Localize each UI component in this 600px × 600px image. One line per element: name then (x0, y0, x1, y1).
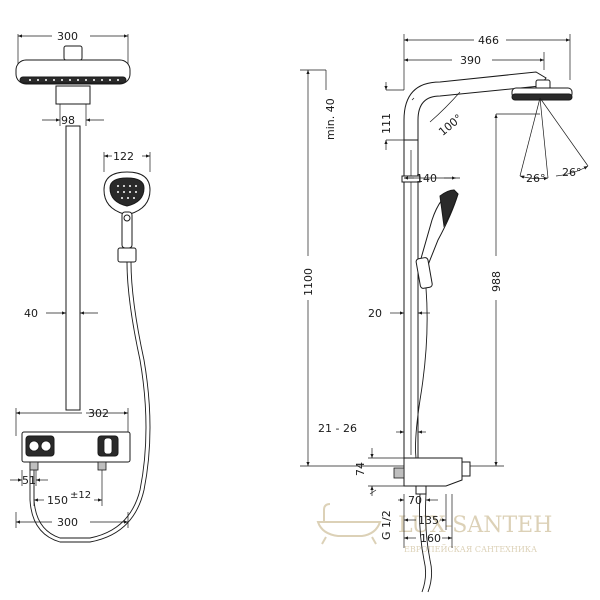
dim-thermostat-depth: 70 (408, 494, 422, 507)
dim-wall-gap: 20 (368, 307, 382, 320)
dim-thermostat-height: 74 (354, 462, 367, 476)
dim-outlet-offset: 51 (22, 474, 36, 487)
thermostat-mixer (21, 431, 131, 471)
dim-base-depth: 160 (420, 532, 441, 545)
hose-bottom-side (419, 493, 427, 593)
dim-min-gap: min. 40 (324, 98, 337, 140)
thread-leader (369, 489, 377, 495)
arm-angle-arc (429, 91, 461, 123)
dim-outlet-height: 988 (490, 271, 503, 292)
spray-line (539, 97, 589, 167)
hose-bottom-side-outline (425, 493, 433, 593)
watermark-tagline: ЕВРОПЕЙСКАЯ САНТЕХНИКА (404, 545, 537, 554)
watermark-bathtub-icon (316, 503, 382, 545)
dim-pipe-offset: 40 (24, 307, 38, 320)
spray-line (519, 97, 541, 177)
dim-bottom-width: 300 (57, 516, 78, 529)
watermark: LUX-SANTEH ЕВРОПЕЙСКАЯ САНТЕХНИКА (316, 503, 552, 554)
dim-handshower-width: 122 (113, 150, 134, 163)
shower-hose-outline (29, 261, 151, 543)
watermark-brand: LUX-SANTEH (398, 513, 552, 538)
dim-spout-depth: 135 (418, 514, 439, 527)
arm-connector (55, 85, 91, 105)
dim-spray-angle-left: 26° (526, 172, 546, 185)
hose-side (415, 287, 428, 459)
overhead-shower (15, 45, 131, 85)
dim-total-height: 1100 (302, 268, 315, 296)
arm-detail (411, 97, 415, 101)
riser-pipe (65, 125, 81, 411)
side-view: 466 390 26° 26° 100° 111 min. 40 (300, 34, 589, 593)
dim-connection-tolerance: ±12 (70, 490, 91, 501)
rail-bracket (401, 175, 421, 183)
overhead-shower-side (511, 79, 573, 101)
hand-shower-side (415, 189, 459, 289)
dim-arm-angle: 100° (436, 112, 465, 139)
front-view: 300 98 40 122 (10, 30, 151, 543)
dim-spray-angle-right: 26° (562, 166, 582, 179)
spray-angle-arc-right (555, 165, 589, 177)
shower-hose (33, 261, 147, 539)
dim-connection-spacing: 150 (47, 494, 68, 507)
dim-wall-distance: 21 - 26 (318, 422, 357, 435)
dim-thermostat-width: 302 (88, 407, 109, 420)
hand-shower (103, 171, 151, 263)
dim-handshower-depth: 140 (416, 172, 437, 185)
thermostat-side (393, 457, 471, 495)
dim-total-projection: 466 (478, 34, 499, 47)
dim-head-width: 300 (57, 30, 78, 43)
dim-arm-diameter: 98 (61, 114, 75, 127)
dim-arm-projection: 390 (460, 54, 481, 67)
dim-arm-height: 111 (380, 113, 393, 134)
shower-arm (403, 71, 547, 141)
spray-line (539, 97, 549, 179)
spray-angle-arc-left (519, 175, 549, 181)
dim-thread: G 1/2 (380, 510, 393, 540)
